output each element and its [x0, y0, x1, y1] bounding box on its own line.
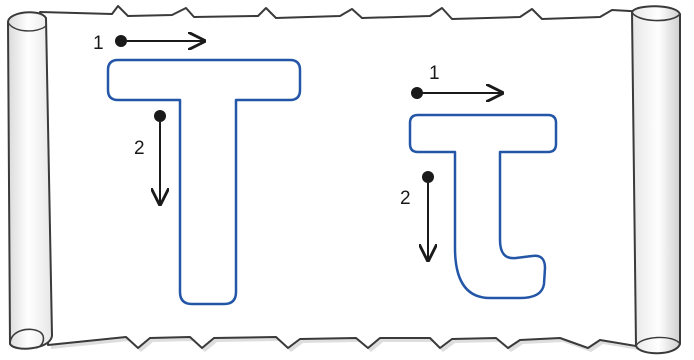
uppercase-stroke-2-label: 2 [134, 138, 145, 159]
lowercase-stroke-1-label: 1 [429, 63, 440, 84]
lowercase-stroke-2-start-dot [422, 171, 434, 183]
scroll-left-roll [8, 12, 52, 348]
scroll-frame [8, 6, 680, 353]
uppercase-stroke-2-start-dot [154, 110, 166, 122]
uppercase-stroke-1-start-dot [115, 35, 127, 47]
scroll-right-roll [632, 6, 680, 353]
uppercase-stroke-1-label: 1 [93, 33, 104, 54]
scroll-sheet [40, 6, 648, 348]
lowercase-stroke-1-start-dot [411, 87, 423, 99]
lowercase-stroke-2-label: 2 [400, 188, 411, 209]
